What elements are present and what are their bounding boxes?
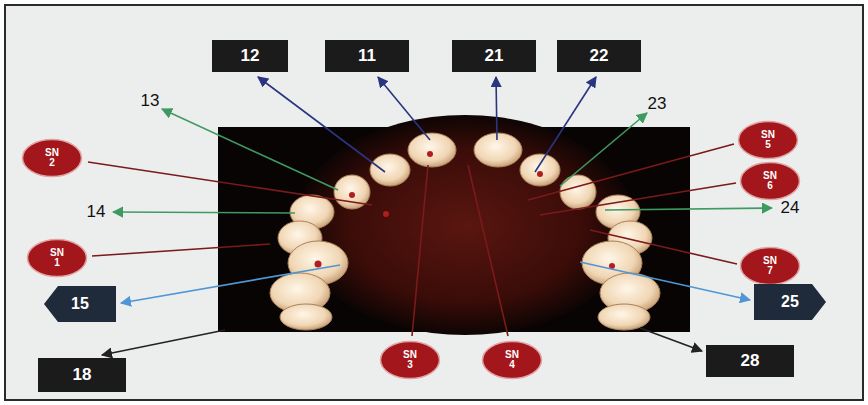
sn-badge: SN 5 <box>737 120 799 160</box>
tooth-number: 28 <box>741 351 760 371</box>
tooth-number-label: 13 <box>141 91 160 111</box>
tooth-number: 11 <box>358 46 376 66</box>
leader-line <box>605 208 772 210</box>
text-holder: 15 <box>71 294 89 313</box>
tooth <box>520 154 560 186</box>
tooth-number-box: 12 <box>212 40 288 72</box>
sn-label: SN 4 <box>502 350 522 371</box>
leader-line <box>102 330 225 355</box>
tooth-number-pentagon: 25 <box>754 284 826 320</box>
pentagon-shape <box>754 284 826 320</box>
pentagon-shape <box>44 286 116 322</box>
text-holder: 22 <box>590 46 609 66</box>
sn-label: SN 2 <box>42 148 62 169</box>
leader-line <box>590 230 737 264</box>
mark <box>349 192 355 198</box>
text-holder: SN 3 <box>400 350 420 371</box>
leader-lines <box>88 77 772 355</box>
leader-line <box>258 77 385 172</box>
leader-line <box>378 77 430 140</box>
teeth <box>270 133 660 330</box>
tooth-number: 15 <box>71 294 89 313</box>
sn-badge: SN 4 <box>481 340 543 380</box>
text-holder: SN 4 <box>502 350 522 371</box>
tooth-number-box: 11 <box>325 40 409 72</box>
text-holder: 28 <box>741 351 760 371</box>
text-holder: 18 <box>73 365 92 385</box>
tooth-number: 25 <box>781 292 799 311</box>
sn-label: SN 7 <box>760 256 780 277</box>
tooth-number-box: 18 <box>38 358 126 392</box>
leader-line <box>121 265 340 303</box>
tooth <box>280 304 332 330</box>
leader-line <box>580 262 750 300</box>
badge-ellipse <box>483 342 542 379</box>
tooth-number: 21 <box>485 46 504 66</box>
tooth-number-box: 22 <box>557 40 641 72</box>
badge-ellipse <box>381 342 440 379</box>
mark <box>383 211 389 217</box>
leader-line <box>540 183 736 215</box>
sn-label: SN 1 <box>47 248 67 269</box>
mark <box>537 171 543 177</box>
leader-line <box>535 77 596 172</box>
text-holder: SN 5 <box>758 130 778 151</box>
text-holder: SN 7 <box>760 256 780 277</box>
mark <box>427 151 433 157</box>
leader-line <box>412 165 428 336</box>
sn-label: SN 5 <box>758 130 778 151</box>
text-holder: SN 6 <box>760 171 780 192</box>
text-holder: 21 <box>485 46 504 66</box>
sn-badge: SN 1 <box>26 238 88 278</box>
tooth <box>560 175 596 209</box>
tooth-number-label: 14 <box>87 202 106 222</box>
leader-line <box>88 162 372 205</box>
badge-ellipse <box>739 122 798 159</box>
tooth <box>598 304 650 330</box>
leader-line <box>640 328 702 351</box>
sn-badge: SN 6 <box>739 161 801 201</box>
badge-ellipse <box>741 248 800 285</box>
tooth-number: 12 <box>241 46 260 66</box>
leader-line <box>113 212 295 213</box>
leader-line <box>92 244 270 256</box>
leader-line <box>560 113 647 186</box>
text-holder: SN 2 <box>42 148 62 169</box>
text-holder: 25 <box>781 292 799 311</box>
tooth-number-pentagon: 15 <box>44 286 116 322</box>
tooth-number: 22 <box>590 46 609 66</box>
sn-badge: SN 7 <box>739 246 801 286</box>
leader-line <box>528 144 734 200</box>
leader-line <box>468 165 508 336</box>
sn-label: SN 6 <box>760 171 780 192</box>
sn-badge: SN 3 <box>379 340 441 380</box>
badge-ellipse <box>741 163 800 200</box>
sn-badge: SN 2 <box>21 138 83 178</box>
text-holder: 11 <box>358 46 376 66</box>
text-holder: 12 <box>241 46 260 66</box>
sn-label: SN 3 <box>400 350 420 371</box>
tooth-number-label: 24 <box>781 198 800 218</box>
text-holder: SN 1 <box>47 248 67 269</box>
leader-line <box>496 77 497 140</box>
tooth-number: 18 <box>73 365 92 385</box>
tooth-number-box: 28 <box>706 345 794 377</box>
badge-ellipse <box>28 240 87 277</box>
tooth-number-label: 23 <box>648 94 667 114</box>
tooth <box>408 133 456 167</box>
tooth <box>370 154 410 186</box>
palate <box>295 115 635 335</box>
tooth <box>474 133 522 167</box>
tooth-number-box: 21 <box>452 40 536 72</box>
badge-ellipse <box>23 140 82 177</box>
frame <box>5 5 863 400</box>
mark <box>315 261 322 268</box>
